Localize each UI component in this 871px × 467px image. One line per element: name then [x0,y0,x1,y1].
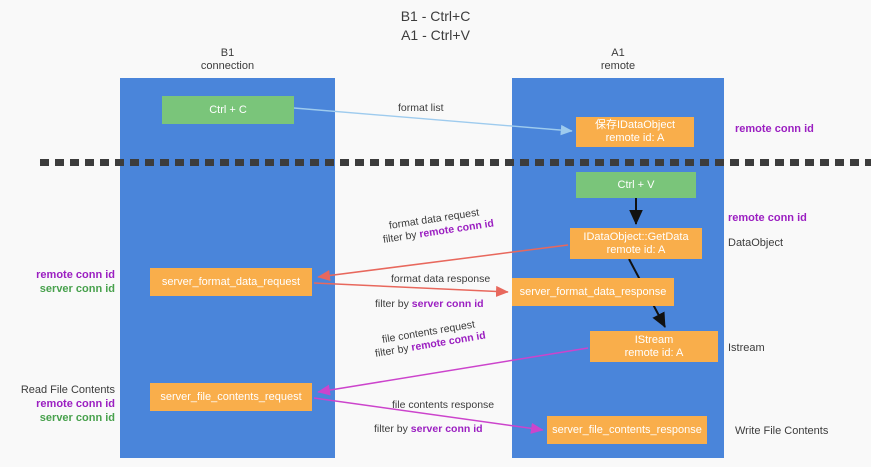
node-server-format-data-request[interactable]: server_format_data_request [150,268,312,296]
node-ctrl-v[interactable]: Ctrl + V [576,172,696,198]
node-server-file-contents-response-label: server_file_contents_response [552,423,702,436]
lane-header-a1-name: A1 [611,47,625,59]
annotation-read-file-contents: Read File Contents [20,384,115,396]
node-istream-sublabel: remote id: A [624,346,684,359]
node-server-format-data-response-label: server_format_data_response [519,285,667,298]
annotation-remote-conn-id-mid: remote conn id [728,212,807,224]
node-istream-label: IStream [634,333,674,346]
node-server-file-contents-request[interactable]: server_file_contents_request [150,383,312,411]
edge-label-file-contents-response: file contents response [392,399,495,411]
edge-label-format-data-response: format data response [391,273,491,285]
node-ctrl-v-label: Ctrl + V [617,178,655,191]
node-server-format-data-response[interactable]: server_format_data_response [512,278,674,306]
node-idataobject-getdata-label: IDataObject::GetData [583,230,689,243]
node-server-file-contents-response[interactable]: server_file_contents_response [547,416,707,444]
title-line-1: B1 - Ctrl+C [400,8,471,24]
phase-divider [40,159,871,166]
filter-prefix-2: filter by [375,298,412,310]
annotation-remote-conn-id-top: remote conn id [735,123,814,135]
node-idataobject-getdata-sublabel: remote id: A [606,243,666,256]
annotation-dataobject: DataObject [728,237,784,249]
edge-label-format-data-response-filter: filter by server conn id [375,297,484,311]
node-save-idataobject-label: 保存IDataObject [594,119,676,131]
edge-label-format-list: format list [398,102,444,114]
node-server-format-data-request-label: server_format_data_request [161,275,301,288]
node-save-idataobject[interactable]: 保存IDataObject remote id: A [576,117,694,147]
node-ctrl-c-label: Ctrl + C [209,103,247,116]
lane-header-a1-role: remote [600,60,636,72]
page-title: B1 - Ctrl+C A1 - Ctrl+V [0,7,871,45]
annotation-left-remote-conn-id-1: remote conn id [36,269,115,281]
filter-key-server-conn-id-2: server conn id [410,423,483,435]
edge-label-file-contents-response-filter: filter by server conn id [374,422,483,436]
node-server-file-contents-request-label: server_file_contents_request [160,390,302,403]
node-istream[interactable]: IStream remote id: A [590,331,718,362]
filter-prefix-1: filter by [382,228,421,246]
annotation-write-file-contents: Write File Contents [735,425,829,437]
node-ctrl-c[interactable]: Ctrl + C [162,96,294,124]
filter-key-server-conn-id-1: server conn id [411,298,484,310]
annotation-left-server-conn-id-1: server conn id [39,283,115,295]
lane-header-b1: B1 connection [120,47,335,73]
node-idataobject-getdata[interactable]: IDataObject::GetData remote id: A [570,228,702,259]
lane-header-b1-role: connection [200,60,255,72]
annotation-left-conn-ids-2: Read File Contents remote conn id server… [20,383,115,425]
annotation-istream: Istream [728,342,765,354]
filter-prefix-3: filter by [374,341,413,360]
filter-prefix-4: filter by [374,423,411,435]
lane-header-b1-name: B1 [220,47,235,59]
annotation-left-conn-ids-1: remote conn id server conn id [20,268,115,296]
annotation-left-server-conn-id-2: server conn id [39,412,115,424]
annotation-left-remote-conn-id-2: remote conn id [36,398,115,410]
title-line-2: A1 - Ctrl+V [401,27,470,43]
lane-header-a1: A1 remote [512,47,724,73]
node-save-idataobject-sublabel: remote id: A [605,132,665,144]
